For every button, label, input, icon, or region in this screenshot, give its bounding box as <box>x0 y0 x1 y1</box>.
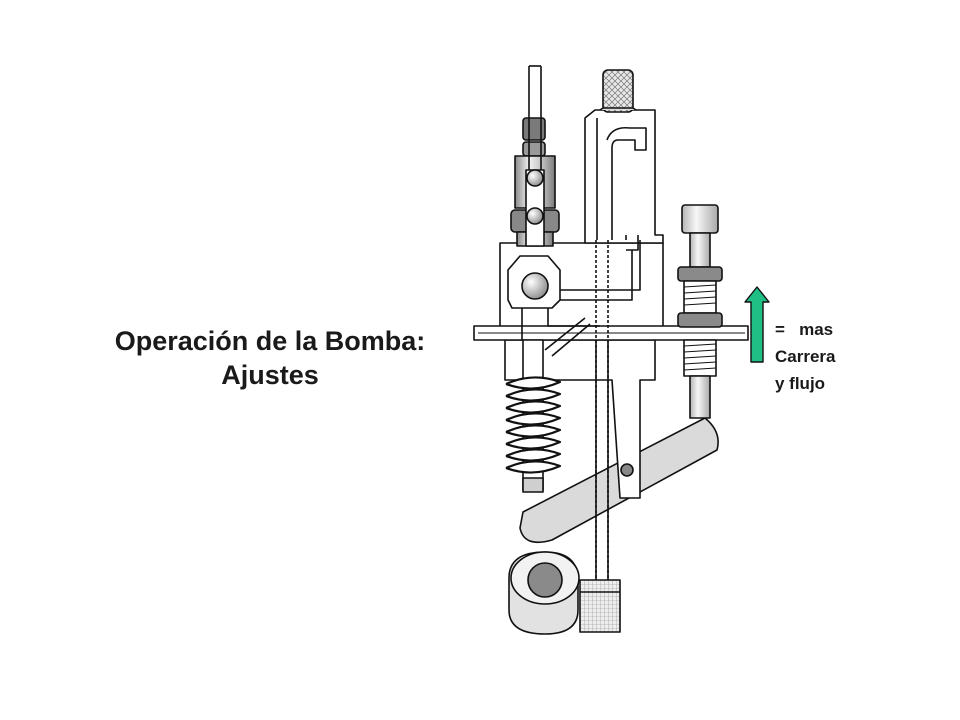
title-line-1: Operación de la Bomba: <box>114 326 426 356</box>
adjusting-screw <box>677 204 723 419</box>
eccentric-cam <box>508 551 580 635</box>
stroke-knob <box>602 69 634 113</box>
return-spring <box>505 376 562 474</box>
bottom-knob <box>579 579 621 633</box>
check-ball <box>521 272 549 300</box>
diagram-title: Operación de la Bomba: Ajustes <box>60 324 480 392</box>
plunger-linkage <box>544 317 591 357</box>
increase-arrow-icon <box>744 286 770 363</box>
pivot-hole <box>620 463 634 477</box>
legend-line-1: = mas <box>775 320 834 339</box>
legend-line-3: y flujo <box>775 374 826 393</box>
title-line-2: Ajustes <box>221 360 319 390</box>
legend-line-2: Carrera <box>775 347 836 366</box>
discharge-valve-stack <box>510 65 560 247</box>
legend-text: = mas Carrera y flujo <box>775 316 836 397</box>
internal-passage <box>596 118 647 240</box>
